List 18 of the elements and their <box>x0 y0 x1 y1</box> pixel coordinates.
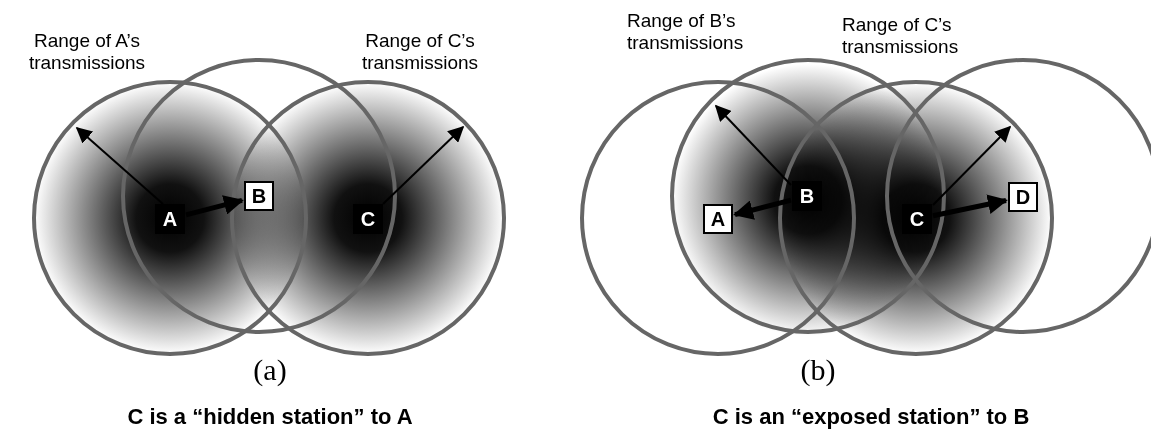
range-label: Range of C’s transmissions <box>360 30 480 74</box>
arrow <box>932 194 1008 219</box>
station-box: C <box>902 204 932 234</box>
panel-label: (b) <box>800 353 836 387</box>
panel-label: (a) <box>253 353 287 387</box>
range-label: Range of B’s transmissions <box>627 10 745 54</box>
station-box: A <box>155 204 185 234</box>
station-box: B <box>244 181 274 211</box>
caption: C is a “hidden station” to A <box>127 404 413 430</box>
station-box: C <box>353 204 383 234</box>
arrow <box>185 195 244 218</box>
station-box: A <box>703 204 733 234</box>
arrow <box>733 197 792 220</box>
station-box: B <box>792 181 822 211</box>
range-label: Range of C’s transmissions <box>842 14 960 58</box>
caption: C is an “exposed station” to B <box>712 404 1030 430</box>
station-box: D <box>1008 182 1038 212</box>
range-label: Range of A’s transmissions <box>27 30 147 74</box>
